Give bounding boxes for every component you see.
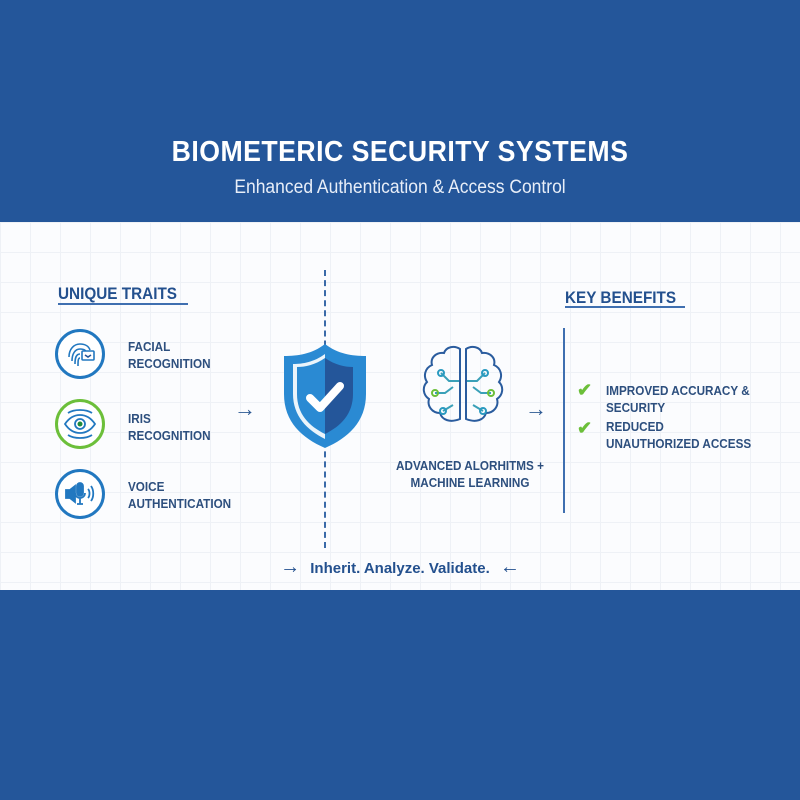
benefit-accuracy-label: IMPROVED ACCURACY & SECURITY bbox=[606, 383, 750, 415]
divider bbox=[565, 306, 685, 308]
arrow-right-icon: → bbox=[525, 396, 547, 421]
key-benefits-heading: KEY BENEFITS bbox=[565, 288, 677, 307]
content-panel bbox=[0, 222, 800, 590]
page-title: BIOMETERIC SECURITY SYSTEMS bbox=[171, 136, 629, 168]
arrow-right-icon: → bbox=[234, 396, 256, 421]
checkmark-icon: ✔ bbox=[577, 380, 593, 400]
fingerprint-face-icon bbox=[55, 329, 105, 379]
eye-icon bbox=[55, 399, 105, 449]
brain-circuit-icon bbox=[413, 343, 513, 446]
unique-traits-heading: UNIQUE TRAITS bbox=[58, 284, 178, 303]
arrow-left-icon: ← bbox=[499, 556, 520, 578]
arrow-right-icon: → bbox=[280, 556, 301, 578]
checkmark-icon: ✔ bbox=[577, 418, 593, 438]
algorithms-label: ADVANCED ALORHITMS +MACHINE LEARNING bbox=[396, 458, 544, 490]
page-subtitle: Enhanced Authentication & Access Control bbox=[234, 177, 566, 198]
tagline: → Inherit. Analyze. Validate. ← bbox=[0, 556, 800, 579]
tagline-text: Inherit. Analyze. Validate. bbox=[310, 560, 490, 577]
microphone-icon bbox=[55, 469, 105, 519]
divider bbox=[58, 303, 188, 305]
vertical-divider bbox=[563, 328, 565, 513]
shield-check-icon bbox=[280, 340, 370, 457]
